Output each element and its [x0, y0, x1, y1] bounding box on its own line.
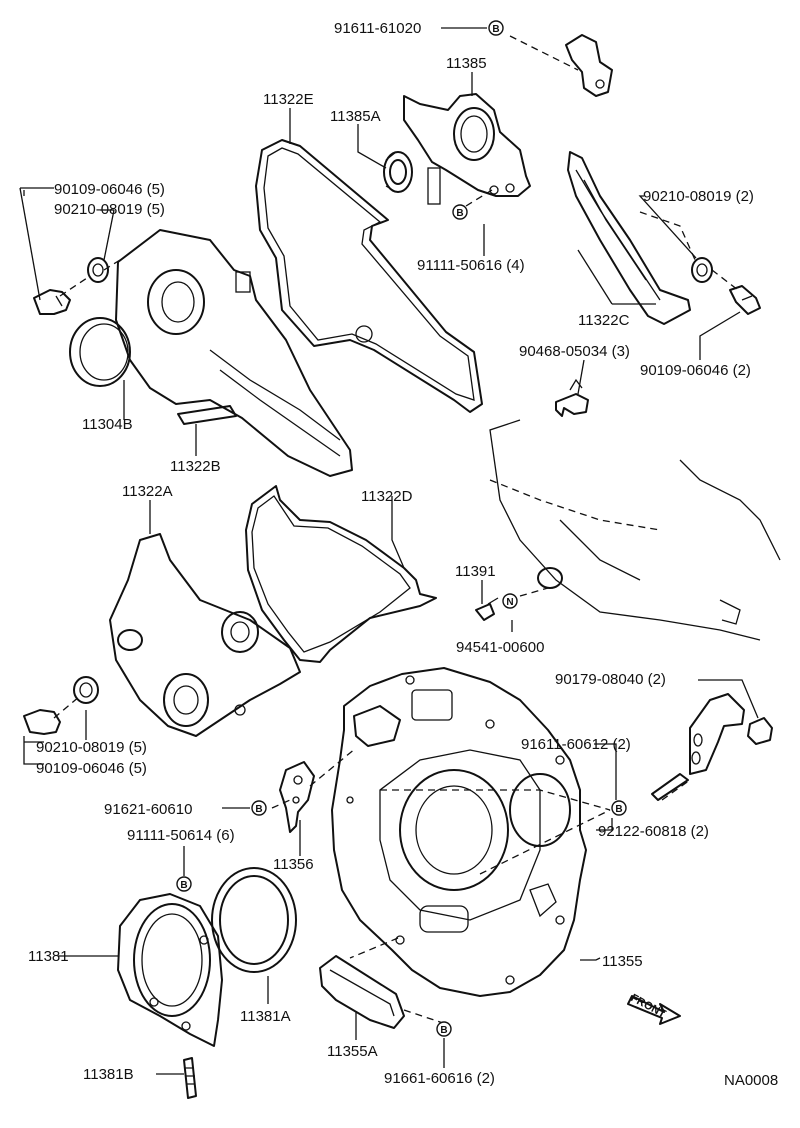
part-label-11322A: 11322A — [122, 483, 173, 500]
part-label-11355A: 11355A — [327, 1043, 378, 1060]
engine-block-outline-drawing — [489, 419, 781, 641]
nut-symbol: N — [506, 597, 513, 608]
symbol-marker-3: N — [502, 593, 518, 609]
symbol-marker-7: B — [436, 1021, 452, 1037]
part-label-90109-06046-5-lower: 90109-06046 (5) — [36, 760, 147, 777]
sheet-id: NA0008 — [724, 1072, 778, 1089]
part-label-11385: 11385 — [446, 55, 487, 72]
timing-belt-cover-upper-drawing — [115, 229, 353, 477]
part-label-11322C: 11322C — [578, 312, 630, 329]
part-label-91661-60616-2: 91661-60616 (2) — [384, 1070, 495, 1087]
bolt-left-upper-drawing — [33, 257, 109, 315]
bolt-symbol: B — [255, 804, 262, 815]
part-label-91111-50614-6: 91111-50614 (6) — [127, 827, 235, 844]
bolt-symbol: B — [615, 804, 622, 815]
bolt-symbol: B — [456, 208, 463, 219]
bolt-11391-drawing — [475, 597, 499, 621]
part-label-11381: 11381 — [28, 948, 69, 965]
rear-oil-seal-drawing — [211, 867, 297, 973]
symbol-marker-4: B — [251, 800, 267, 816]
part-label-91611-60612-2: 91611-60612 (2) — [521, 736, 631, 753]
clip-drawing — [555, 378, 589, 417]
part-label-92122-60818-2: 92122-60818 (2) — [598, 823, 709, 840]
part-label-11381B: 11381B — [83, 1066, 134, 1083]
front-arrow-icon — [627, 995, 681, 1025]
part-label-91111-50616-4: 91111-50616 (4) — [417, 257, 525, 274]
part-label-11391: 11391 — [455, 563, 496, 580]
timing-belt-cover-lower-drawing — [109, 533, 301, 737]
part-label-11304B: 11304B — [82, 416, 133, 433]
timing-cover-gasket-lower-drawing — [245, 485, 437, 663]
cover-cap-drawing — [69, 317, 131, 387]
part-label-11322D: 11322D — [361, 488, 413, 505]
bolt-symbol: B — [180, 880, 187, 891]
bolt-symbol: B — [440, 1025, 447, 1036]
bolt-left-lower-drawing — [23, 676, 99, 735]
part-label-90210-08019-2: 90210-08019 (2) — [643, 188, 754, 205]
part-label-90109-06046-5-upper: 90109-06046 (5) — [54, 181, 165, 198]
part-label-11322E: 11322E — [263, 91, 314, 108]
part-label-11355: 11355 — [602, 953, 643, 970]
bolt-right-drawing — [729, 285, 761, 315]
stud-11381b-drawing — [183, 1057, 197, 1099]
part-label-11385A: 11385A — [330, 108, 381, 125]
part-label-94541-00600: 94541-00600 — [456, 639, 544, 656]
rear-end-plate-drawing — [331, 667, 587, 997]
part-label-90179-08040-2: 90179-08040 (2) — [555, 671, 666, 688]
rear-oil-seal-retainer-drawing — [117, 893, 223, 1047]
part-label-11322B: 11322B — [170, 458, 221, 475]
bracket-11356-drawing — [279, 761, 315, 833]
symbol-marker-1: B — [488, 20, 504, 36]
part-label-90210-08019-5-lower: 90210-08019 (5) — [36, 739, 147, 756]
stud-and-bracket-drawing — [651, 693, 773, 801]
part-label-11381A: 11381A — [240, 1008, 291, 1025]
timing-cover-gasket-upper-drawing — [255, 139, 483, 413]
timing-cover-plate-drawing — [567, 151, 691, 325]
leader-lines — [19, 27, 759, 1075]
symbol-marker-6: B — [176, 876, 192, 892]
symbol-marker-2: B — [452, 204, 468, 220]
service-hole-cover-drawing — [319, 955, 405, 1029]
part-label-91611-61020: 91611-61020 — [334, 20, 421, 37]
part-label-90468-05034-3: 90468-05034 (3) — [519, 343, 630, 360]
symbol-marker-5: B — [611, 800, 627, 816]
washer-right-drawing — [691, 257, 713, 283]
part-label-90109-06046-2: 90109-06046 (2) — [640, 362, 751, 379]
part-label-11356: 11356 — [273, 856, 314, 873]
part-label-90210-08019-5-upper: 90210-08019 (5) — [54, 201, 165, 218]
oil-seal-drawing — [383, 151, 413, 193]
gasket-strip-drawing — [177, 405, 237, 425]
oil-pump-cover-drawing — [403, 93, 531, 205]
dashed-connectors — [53, 35, 739, 1025]
bolt-symbol: B — [492, 24, 499, 35]
bracket-part-drawing — [565, 34, 613, 97]
part-label-91621-60610: 91621-60610 — [104, 801, 192, 818]
